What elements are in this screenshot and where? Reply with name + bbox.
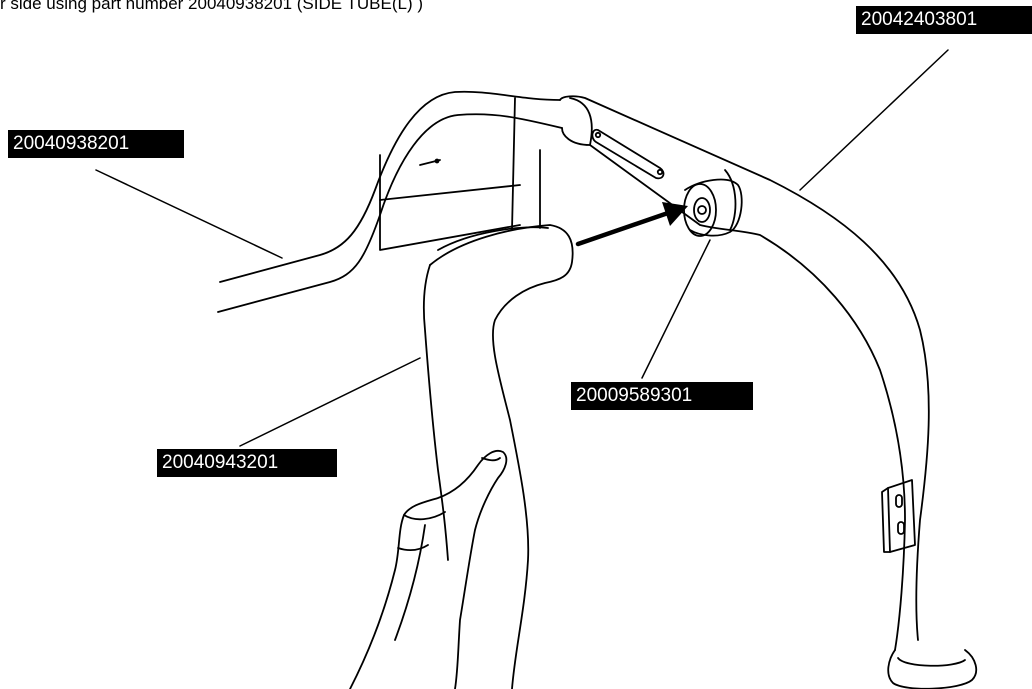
upright-frame-drawing bbox=[559, 95, 930, 651]
hand-drawing bbox=[349, 450, 508, 689]
leader-line-side-tube bbox=[239, 357, 421, 447]
part-label-connector-fitting: 20009589301 bbox=[571, 382, 753, 410]
leader-lines bbox=[95, 49, 949, 447]
part-label-side-tube: 20040943201 bbox=[157, 449, 337, 477]
leader-line-connector-fitting bbox=[641, 239, 711, 379]
instruction-caption: r side using part number 20040938201 (SI… bbox=[0, 0, 424, 13]
part-label-side-tube-left: 20040938201 bbox=[8, 130, 184, 158]
leader-line-side-tube-left bbox=[95, 169, 283, 259]
foot-end-cap-drawing bbox=[887, 649, 978, 689]
support-post-drawing bbox=[511, 97, 541, 231]
mounting-bracket-drawing bbox=[881, 479, 916, 553]
side-tube-drawing bbox=[422, 224, 574, 689]
part-label-upright-frame: 20042403801 bbox=[856, 6, 1032, 34]
insertion-arrow bbox=[575, 202, 688, 247]
leader-line-upright-frame bbox=[799, 49, 949, 191]
side-tube-left-drawing bbox=[217, 90, 563, 313]
